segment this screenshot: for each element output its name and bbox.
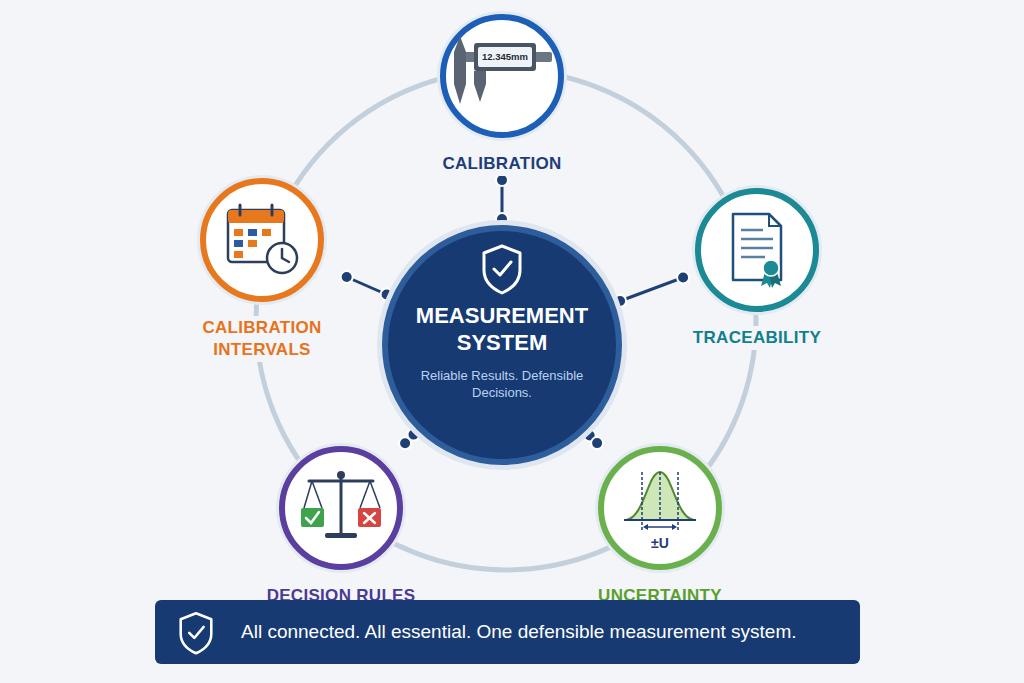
- banner-text: All connected. All essential. One defens…: [241, 621, 797, 643]
- connector-dot: [341, 271, 353, 283]
- hub-subtitle: Reliable Results. Defensible Decisions.: [420, 367, 585, 402]
- drawing-circle: [443, 17, 561, 135]
- connector-dot: [591, 437, 603, 449]
- bell-curve-icon: [595, 443, 725, 573]
- drawing-rect: [234, 251, 243, 258]
- drawing-polygon: [672, 524, 677, 530]
- drawing-polyline: [494, 262, 511, 275]
- drawing-polyline: [189, 627, 203, 638]
- icon-node: CALIBRATION INTERVALS: [181, 178, 343, 362]
- drawing-line: [659, 472, 661, 520]
- icon-node: UNCERTAINTY: [592, 446, 728, 608]
- connector: [614, 272, 689, 308]
- drawing-line: [741, 229, 763, 232]
- drawing-rect: [262, 229, 271, 236]
- icon-circle-area: [279, 446, 403, 570]
- drawing-polyline: [306, 512, 319, 523]
- drawing-rect: [474, 43, 536, 71]
- connector-dot: [496, 213, 508, 225]
- drawing-path: [769, 214, 781, 226]
- uncertainty-symbol: ±U: [635, 534, 685, 552]
- icon-circle-area: [598, 446, 722, 570]
- drawing-rect: [301, 508, 324, 527]
- drawing-rect: [248, 229, 257, 236]
- drawing-polygon: [454, 36, 466, 52]
- drawing-rect: [234, 240, 243, 247]
- caliper-icon: [437, 11, 567, 141]
- drawing-line: [360, 481, 370, 508]
- drawing-circle: [276, 443, 406, 573]
- hub-circle: MEASUREMENT SYSTEM Reliable Results. Defe…: [382, 225, 622, 465]
- shield-icon: [181, 613, 212, 653]
- drawing-path: [626, 472, 694, 520]
- drawing-line: [370, 481, 380, 508]
- drawing-rect: [248, 240, 257, 247]
- drawing-line: [312, 481, 322, 508]
- node-heading: CALIBRATION INTERVALS: [181, 316, 343, 362]
- drawing-rect: [478, 47, 532, 67]
- icon-circle-area: [440, 14, 564, 138]
- icon-circle-area: [695, 188, 819, 312]
- drawing-line: [641, 472, 643, 530]
- drawing-line: [364, 513, 375, 523]
- hub-title: MEASUREMENT SYSTEM: [400, 303, 605, 357]
- connector: [496, 174, 508, 225]
- drawing-circle: [282, 449, 400, 567]
- icon-node: DECISION RULES: [261, 446, 422, 608]
- connector-line: [620, 278, 683, 302]
- node-heading: CALIBRATION: [436, 152, 567, 176]
- summary-banner: All connected. All essential. One defens…: [155, 600, 860, 664]
- drawing-circle: [203, 181, 321, 299]
- drawing-line: [340, 474, 343, 534]
- connector: [584, 430, 603, 450]
- icon-node: TRACEABILITY: [687, 188, 827, 350]
- balance-icon: [276, 443, 406, 573]
- drawing-line: [645, 526, 675, 528]
- drawing-path: [484, 246, 520, 293]
- connector: [341, 271, 393, 301]
- shield-icon: [484, 246, 520, 293]
- drawing-rect: [234, 229, 243, 236]
- icon-node: CALIBRATION: [436, 14, 567, 176]
- drawing-line: [677, 472, 679, 530]
- drawing-line: [741, 256, 765, 259]
- drawing-polygon: [643, 524, 648, 530]
- drawing-circle: [197, 175, 327, 305]
- drawing-rect: [325, 533, 357, 538]
- drawing-path: [181, 613, 212, 653]
- drawing-rect: [358, 508, 381, 527]
- drawing-polyline: [282, 249, 289, 262]
- drawing-circle: [698, 191, 816, 309]
- drawing-line: [364, 513, 375, 523]
- connector-dot: [614, 295, 626, 307]
- connector: [399, 429, 419, 450]
- drawing-circle: [595, 443, 725, 573]
- drawing-line: [271, 205, 274, 215]
- calendar-icon: [197, 175, 327, 305]
- drawing-polygon: [474, 71, 486, 102]
- drawing-rect: [228, 210, 284, 223]
- drawing-circle: [267, 243, 297, 273]
- certificate-icon: [692, 185, 822, 315]
- drawing-polygon: [454, 52, 466, 104]
- drawing-circle: [692, 185, 822, 315]
- drawing-line: [304, 481, 312, 508]
- connector-dot: [677, 272, 689, 284]
- drawing-line: [309, 480, 373, 483]
- drawing-circle: [601, 449, 719, 567]
- drawing-line: [239, 205, 242, 215]
- node-heading: TRACEABILITY: [687, 326, 827, 350]
- drawing-circle: [437, 11, 567, 141]
- drawing-path: [733, 214, 781, 280]
- drawing-circle: [763, 260, 779, 276]
- connector-dot: [399, 437, 411, 449]
- display-reading: 12.345mm: [478, 47, 532, 67]
- drawing-circle: [337, 471, 345, 479]
- drawing-line: [741, 238, 773, 241]
- drawing-line: [741, 247, 773, 250]
- icon-circle-area: [200, 178, 324, 302]
